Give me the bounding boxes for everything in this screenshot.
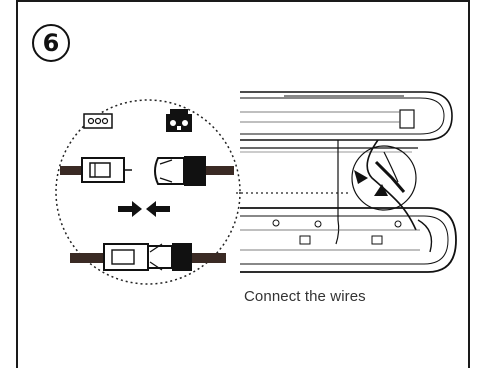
instruction-caption: Connect the wires: [244, 288, 366, 305]
fixture-cover-drawing: [240, 91, 453, 153]
step-number-badge: 6: [32, 24, 70, 62]
connected-wire-assembly-icon: [70, 243, 226, 271]
male-connector-separate-icon: [60, 157, 132, 183]
connector-detail-circle: [55, 99, 350, 285]
supply-wire-drawing: [335, 139, 417, 245]
connector-highlight-circle: [351, 145, 417, 211]
connector-face-right-icon: [166, 109, 192, 132]
fixture-base-drawing: [240, 207, 457, 273]
step-number: 6: [42, 29, 60, 57]
female-connector-separate-icon: [154, 156, 234, 186]
push-together-arrows-icon: [118, 201, 170, 217]
instruction-frame: [16, 0, 470, 368]
connector-face-left-icon: [83, 113, 113, 129]
